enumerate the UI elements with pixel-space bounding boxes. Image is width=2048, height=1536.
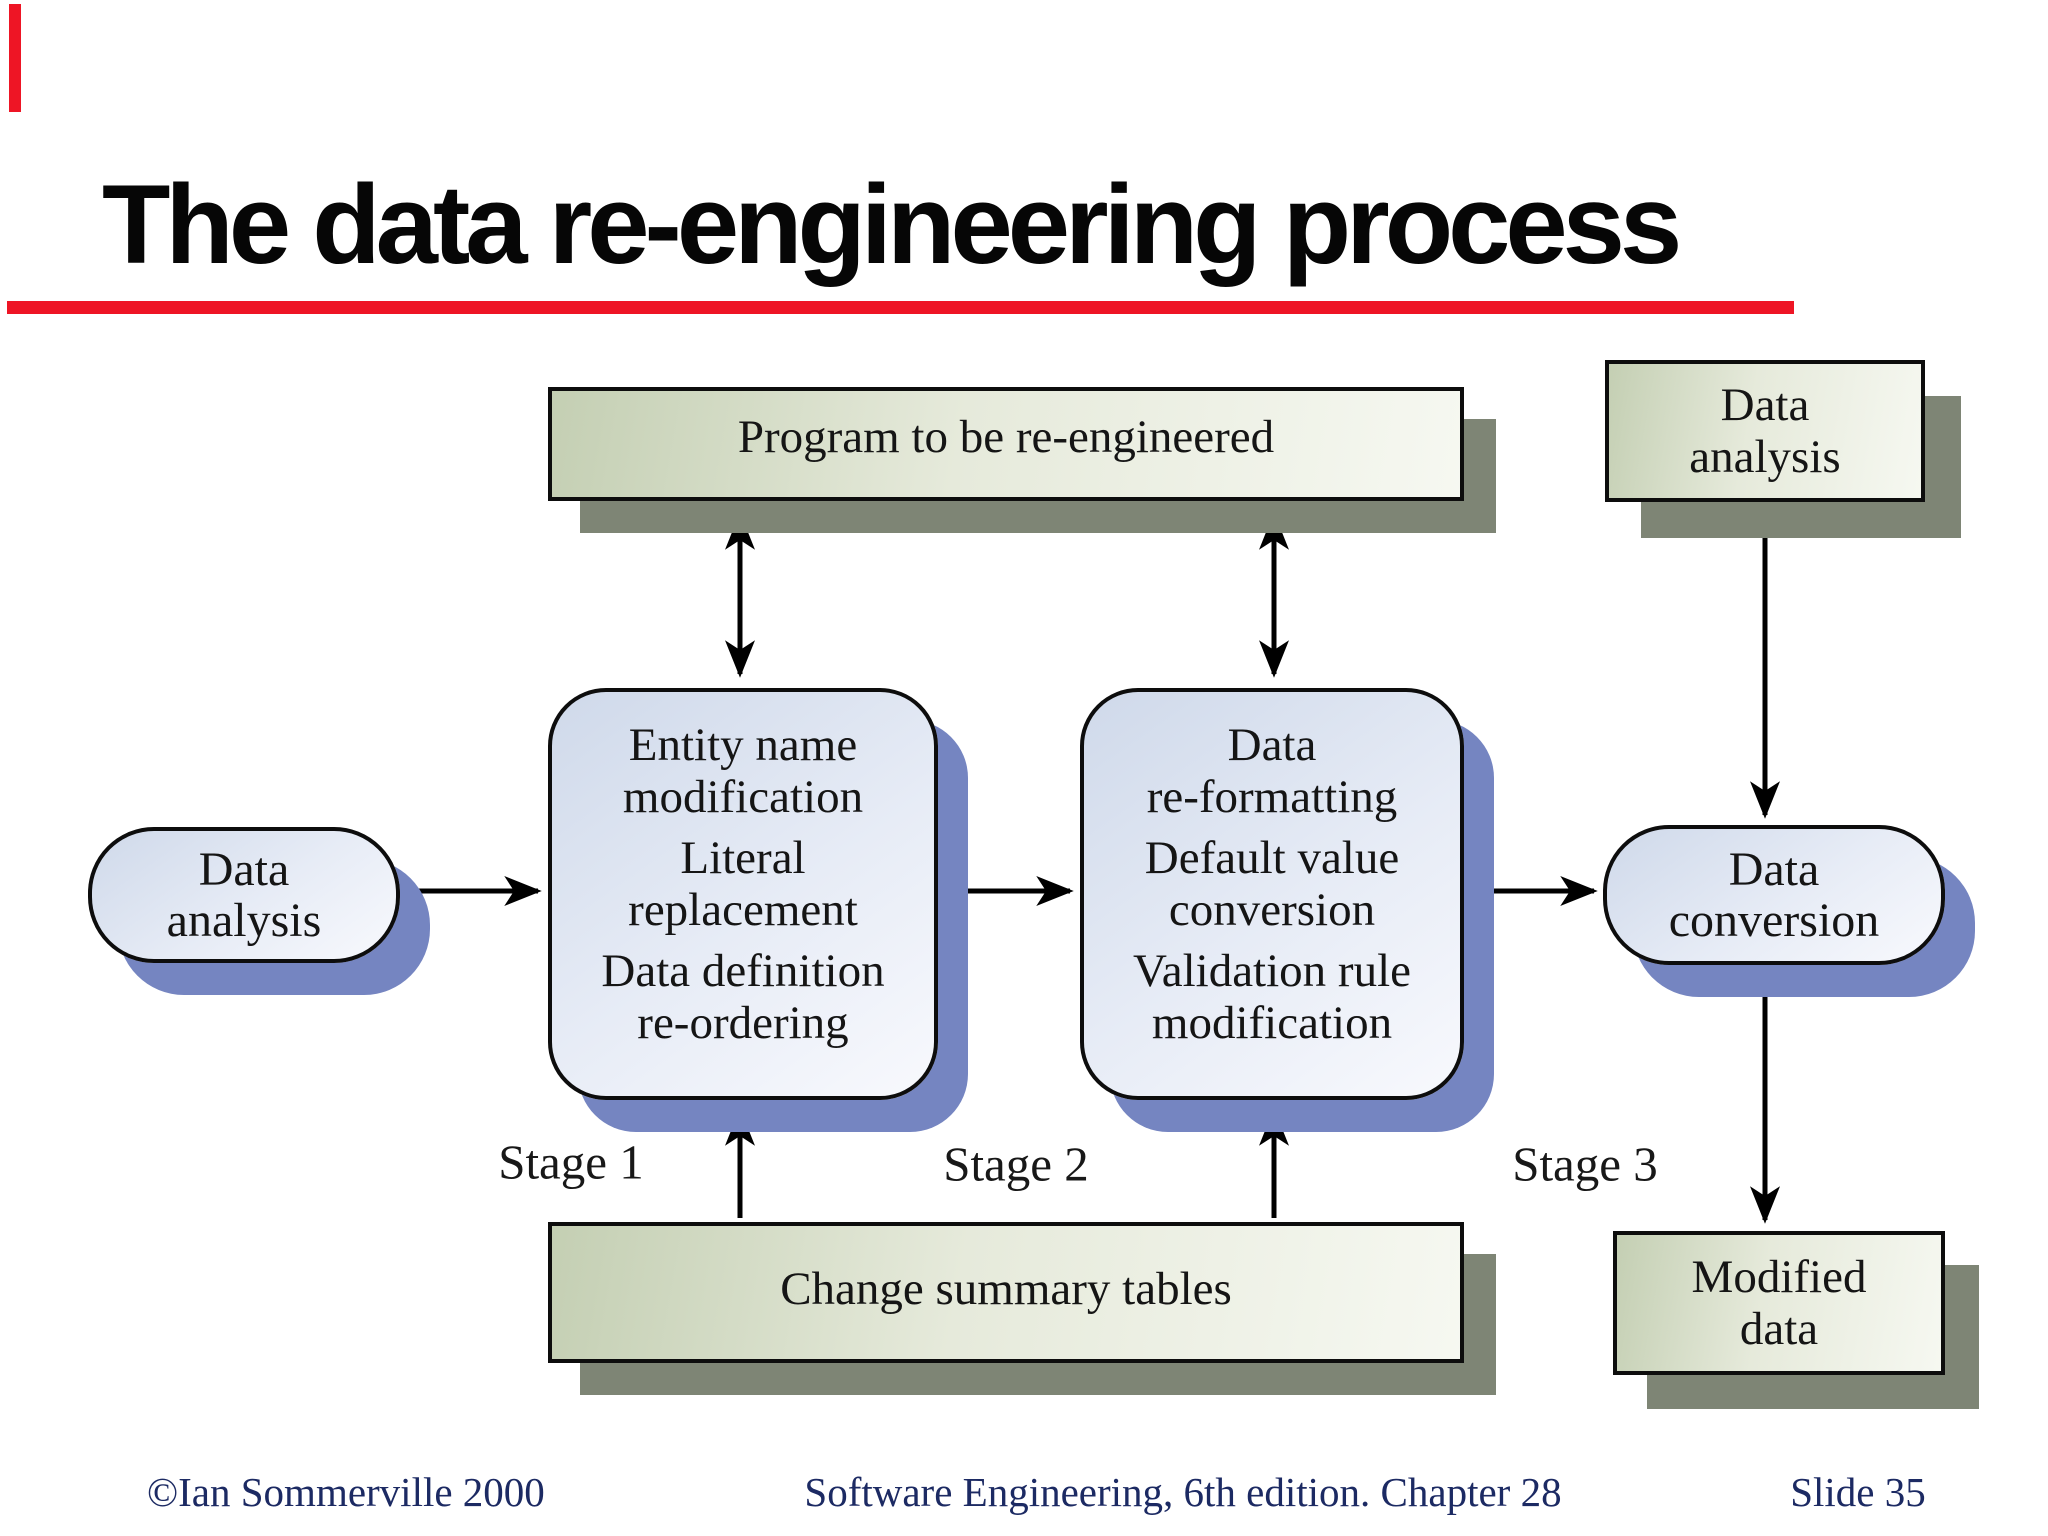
red-accent-bar — [9, 4, 21, 112]
stage-label-2: Stage 2 — [943, 1136, 1089, 1192]
data-analysis-top-line1: Data — [1720, 379, 1810, 431]
stage-label-3: Stage 3 — [1512, 1136, 1658, 1192]
modified-data-box: Modified data — [1613, 1231, 1945, 1375]
page-title: The data re-engineering process — [102, 162, 1682, 287]
data-analysis-left-line2: analysis — [166, 894, 322, 947]
change-summary-tables-label: Change summary tables — [780, 1262, 1232, 1315]
data-conversion-box: Data conversion — [1603, 825, 1945, 965]
data-conversion-line1: Data — [1728, 843, 1820, 896]
data-analysis-left-box: Data analysis — [88, 827, 400, 963]
modified-data-line2: data — [1739, 1303, 1819, 1355]
stage2-box: Data re-formatting Default value convers… — [1080, 688, 1464, 1100]
footer-slide-number: Slide 35 — [1790, 1469, 1926, 1515]
modified-data-line1: Modified — [1691, 1251, 1867, 1303]
stage2-item-data-reformatting: Data re-formatting — [1146, 719, 1398, 823]
program-box-label: Program to be re-engineered — [737, 411, 1275, 463]
stage1-item-entity-name: Entity name modification — [622, 719, 864, 823]
stage1-item-literal-replacement: Literal replacement — [628, 832, 858, 936]
footer-book-reference: Software Engineering, 6th edition. Chapt… — [804, 1469, 1562, 1515]
change-summary-tables-box: Change summary tables — [548, 1222, 1464, 1363]
stage2-item-validation-rule: Validation rule modification — [1132, 945, 1411, 1049]
data-analysis-left-line1: Data — [198, 843, 290, 896]
stage1-box: Entity name modification Literal replace… — [548, 688, 938, 1100]
data-conversion-line2: conversion — [1668, 894, 1880, 947]
program-box: Program to be re-engineered — [548, 387, 1464, 501]
data-analysis-top-box: Data analysis — [1605, 360, 1925, 502]
stage1-item-data-definition: Data definition re-ordering — [601, 945, 885, 1049]
data-analysis-top-line2: analysis — [1689, 431, 1841, 483]
stage2-item-default-value: Default value conversion — [1144, 832, 1400, 936]
title-underline — [7, 301, 1794, 314]
footer-copyright: ©Ian Sommerville 2000 — [147, 1469, 545, 1515]
stage-label-1: Stage 1 — [498, 1134, 644, 1190]
